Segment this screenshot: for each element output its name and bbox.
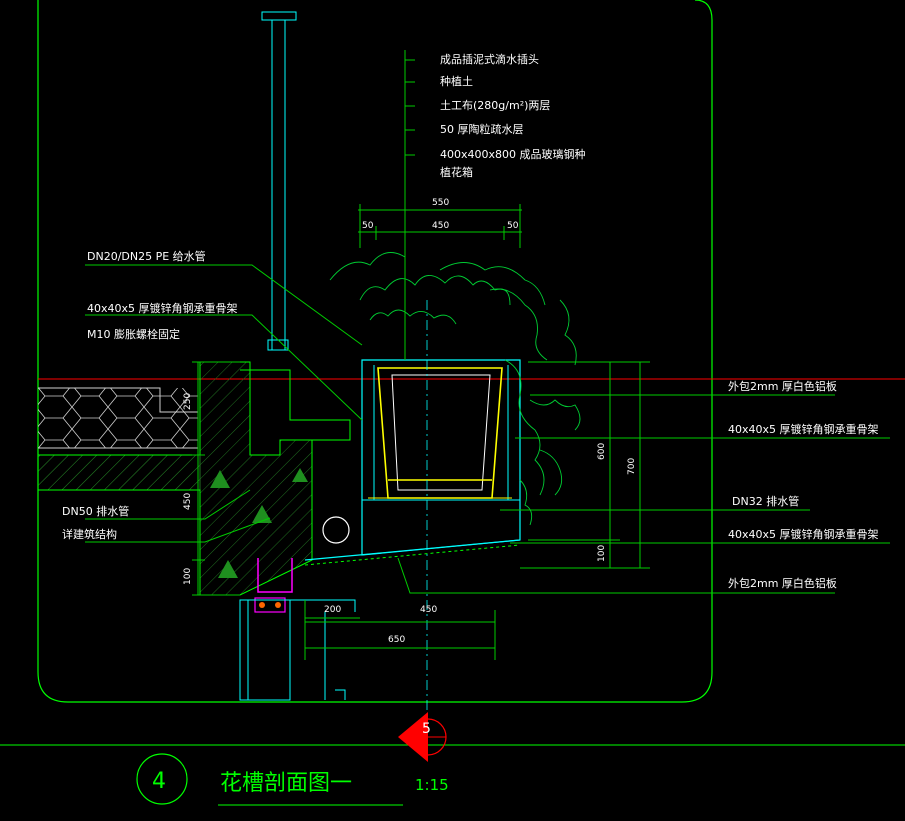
callout-aluminum-bottom: 外包2mm 厚白色铝板 — [728, 576, 837, 590]
callout-drip-head: 成品插泥式滴水插头 — [440, 52, 539, 66]
pe-supply-pipe — [261, 11, 297, 351]
dim-bottom-1: 200 — [324, 605, 341, 615]
dim-bottom-2: 450 — [420, 605, 437, 615]
dn50-drain-pipe — [322, 516, 350, 544]
callout-angle-frame-right: 40x40x5 厚镀锌角钢承重骨架 — [728, 422, 879, 436]
right-leaders — [397, 394, 890, 594]
callout-anchor-bolt: M10 膨胀螺栓固定 — [87, 327, 180, 341]
steel-frame — [304, 359, 521, 566]
top-dimension — [358, 204, 522, 248]
top-leader — [404, 50, 415, 360]
callout-planter-box-2: 植花箱 — [440, 165, 473, 179]
bottom-dimension — [304, 600, 496, 660]
lower-support — [239, 599, 356, 701]
anchor-bolts — [254, 558, 293, 613]
callout-dn32: DN32 排水管 — [732, 494, 799, 508]
left-callout-labels: DN20/DN25 PE 给水管 40x40x5 厚镀锌角钢承重骨架 M10 膨… — [62, 249, 238, 541]
planting — [329, 252, 581, 526]
callout-planter-box: 400x400x800 成品玻璃钢种 — [440, 147, 586, 161]
dim-right-total: 700 — [627, 458, 637, 475]
section-marker — [398, 712, 447, 762]
drawing-title: 花槽剖面图一 — [220, 771, 352, 796]
dim-left-2: 450 — [183, 493, 193, 510]
callout-drain-layer: 50 厚陶粒疏水层 — [440, 122, 524, 136]
building-structure — [37, 361, 351, 596]
callout-angle-frame-left: 40x40x5 厚镀锌角钢承重骨架 — [87, 301, 238, 315]
dim-top-right: 50 — [507, 221, 519, 231]
drawing-frame — [0, 0, 905, 746]
dim-left-3: 100 — [183, 568, 193, 585]
dim-left-1: 250 — [183, 393, 193, 410]
dim-bottom-3: 650 — [388, 635, 405, 645]
callout-structure: 详建筑结构 — [62, 527, 117, 541]
title-number: 4 — [152, 769, 166, 794]
callout-pe-pipe: DN20/DN25 PE 给水管 — [87, 249, 206, 263]
section-marker-number: 5 — [422, 721, 431, 737]
left-dimension — [192, 361, 240, 596]
callout-geotextile: 土工布(280g/m²)两层 — [440, 99, 550, 112]
right-callout-labels: 外包2mm 厚白色铝板 40x40x5 厚镀锌角钢承重骨架 DN32 排水管 4… — [728, 379, 879, 590]
dim-right-1: 600 — [597, 443, 607, 460]
title-block — [136, 753, 403, 806]
dim-right-2: 100 — [597, 545, 607, 562]
fiberglass-planter — [368, 367, 512, 499]
dim-top-total: 550 — [432, 198, 449, 208]
dimension-labels: 550 50 450 50 250 450 100 600 100 700 20… — [183, 198, 637, 645]
callout-planting-soil: 种植土 — [440, 74, 473, 88]
top-callout-labels: 成品插泥式滴水插头 种植土 土工布(280g/m²)两层 50 厚陶粒疏水层 4… — [440, 52, 586, 179]
left-leaders — [85, 264, 363, 543]
callout-aluminum-top: 外包2mm 厚白色铝板 — [728, 379, 837, 393]
drawing-scale: 1:15 — [415, 776, 449, 794]
right-dimension — [520, 361, 650, 569]
dim-top-left: 50 — [362, 221, 374, 231]
dim-top-mid: 450 — [432, 221, 449, 231]
callout-angle-frame-bottom: 40x40x5 厚镀锌角钢承重骨架 — [728, 527, 879, 541]
callout-dn50: DN50 排水管 — [62, 504, 129, 518]
